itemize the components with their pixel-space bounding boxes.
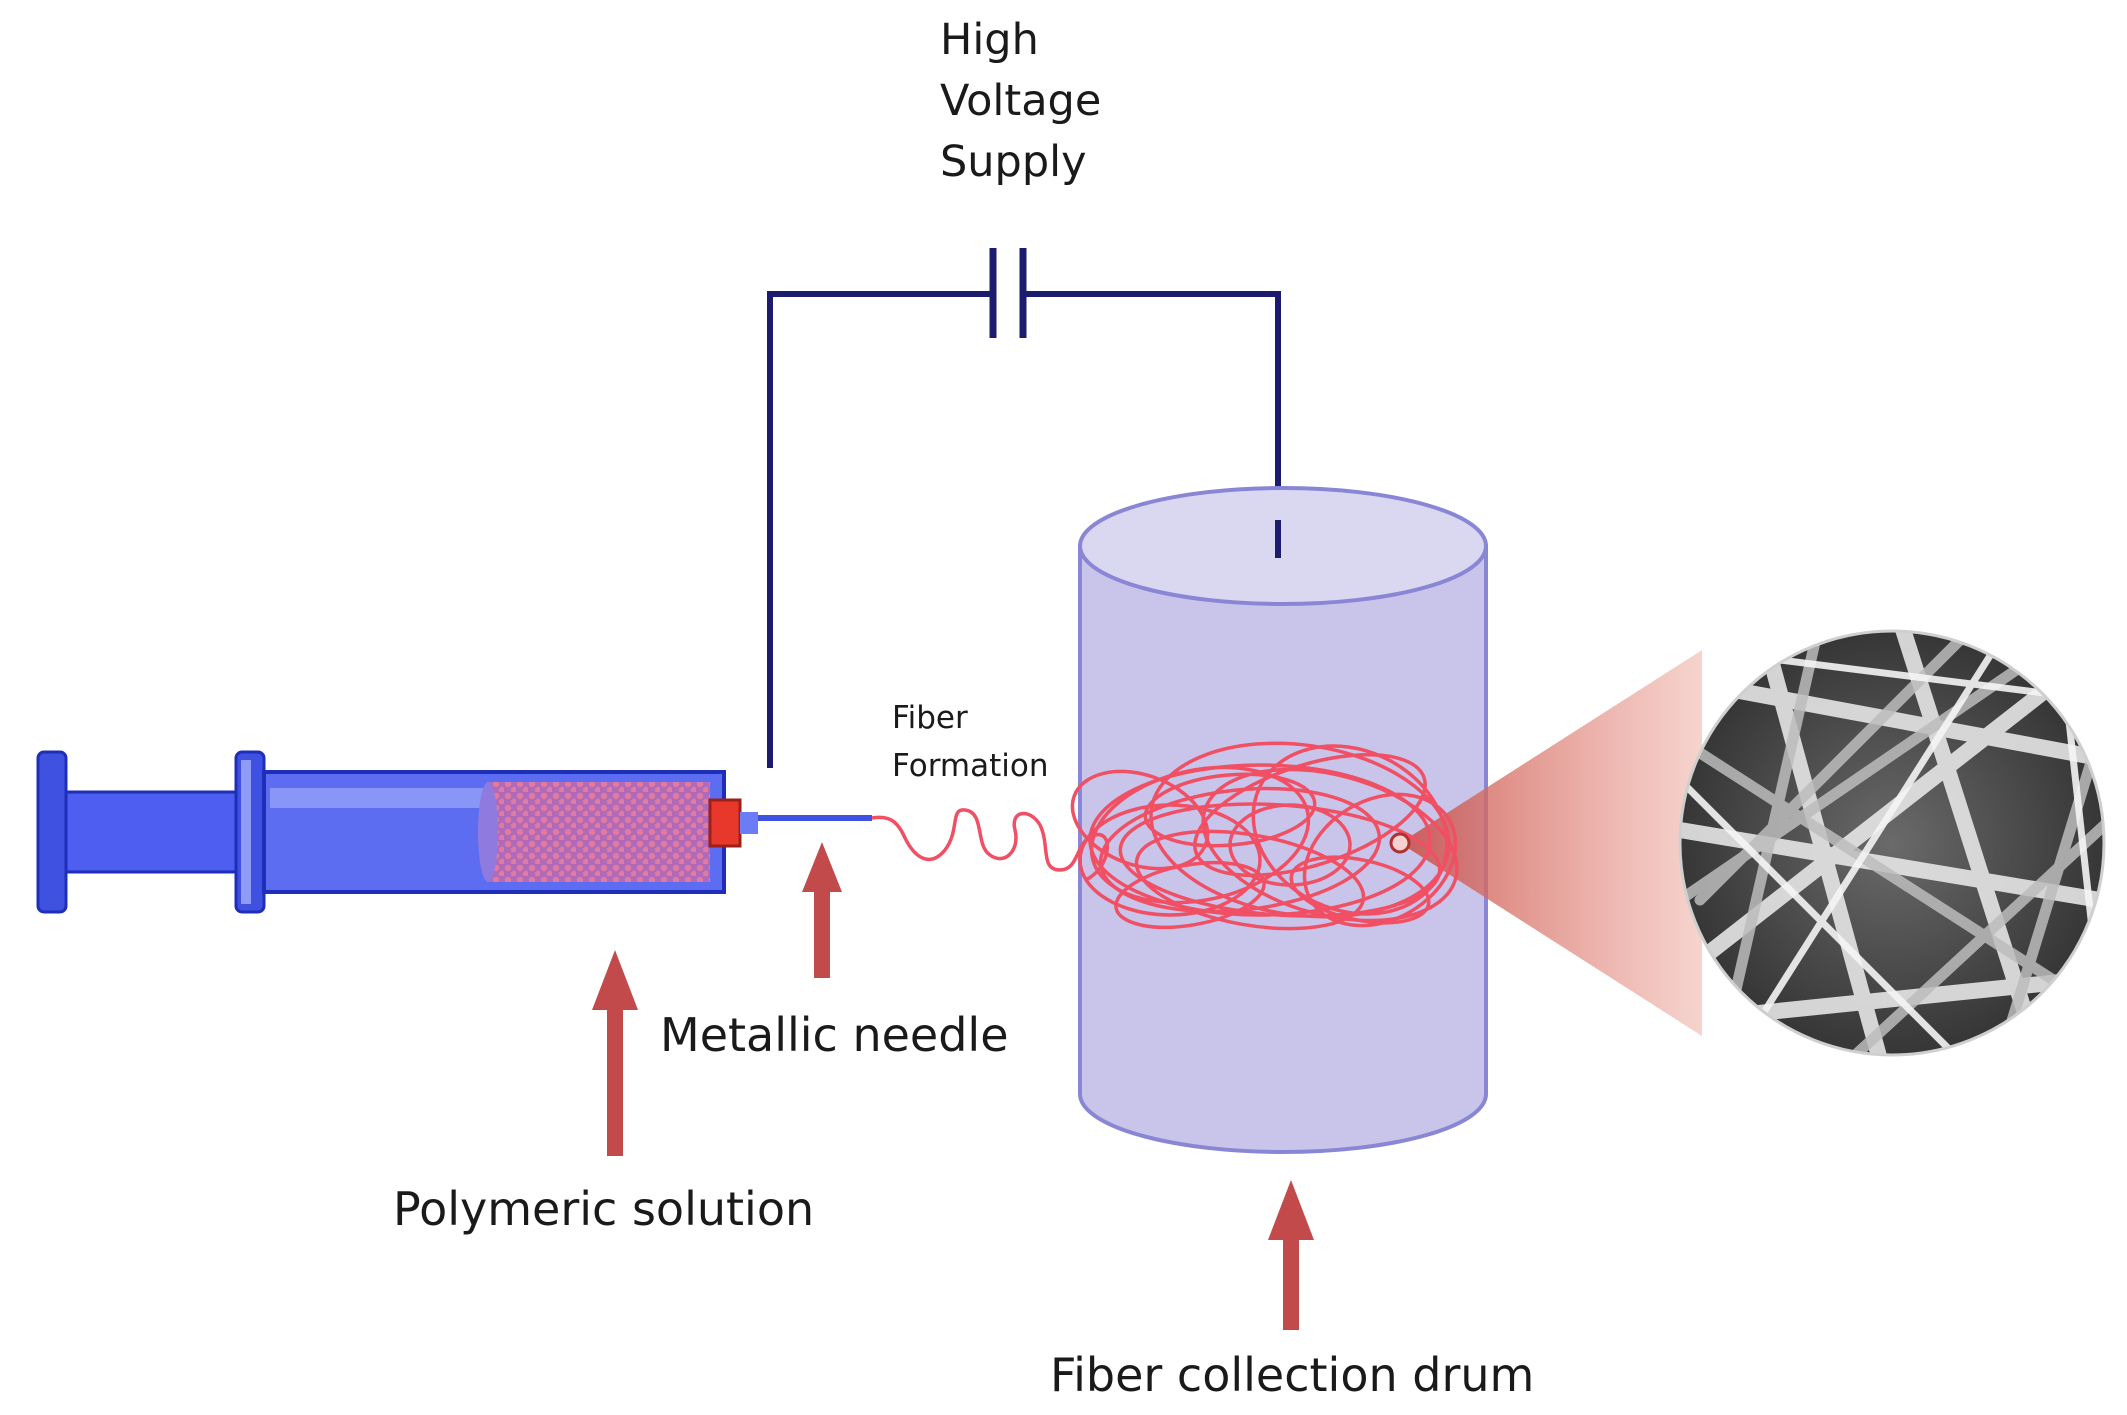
fiber-formation-line-1: Fiber [892,700,968,736]
magnifier-cone [1400,650,1702,1036]
high-voltage-line-3: Supply [940,137,1087,187]
up-arrow-icon [592,950,638,1156]
magnifier-focus-dot [1389,832,1411,854]
fiber-formation-label: Fiber Formation [892,694,1048,790]
high-voltage-line-1: High [940,15,1039,65]
fiber-jet [871,808,1110,882]
fiber-collection-drum-shape [1078,486,1488,1154]
polymeric-solution-label: Polymeric solution [393,1182,815,1236]
syringe-icon [36,750,872,914]
high-voltage-line-2: Voltage [940,76,1102,126]
fiber-collection-drum-label: Fiber collection drum [1050,1348,1535,1402]
up-arrow-icon [1268,1180,1314,1330]
up-arrow-icon [802,842,842,978]
metallic-needle-label: Metallic needle [660,1008,1009,1062]
circuit-wire [767,248,1281,768]
fiber-formation-line-2: Formation [892,748,1049,784]
high-voltage-label: High Voltage Supply [940,10,1101,193]
sem-micrograph-icon [1678,629,2106,1057]
